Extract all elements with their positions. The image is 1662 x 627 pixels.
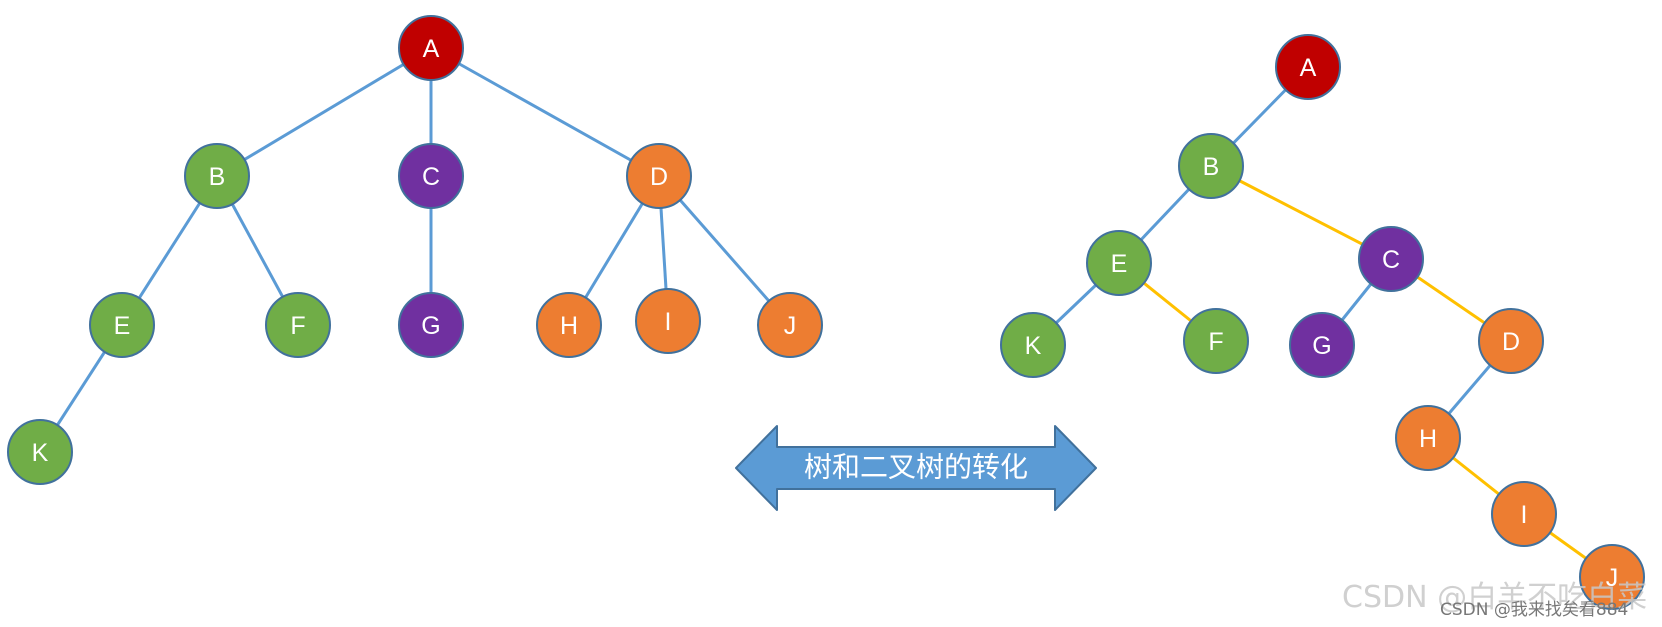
binary-tree-node-circle [1289, 312, 1355, 378]
binary-tree-node-label: C [1382, 246, 1400, 274]
tree-node-a: A [398, 15, 464, 81]
arrow-label: 树和二叉树的转化 [804, 451, 1028, 484]
tree-node-label: H [560, 312, 578, 340]
tree-node-circle [184, 143, 250, 209]
tree-node-circle [757, 292, 823, 358]
tree-node-label: A [423, 35, 440, 63]
binary-tree-node-circle [1358, 226, 1424, 292]
tree-node-circle [265, 292, 331, 358]
binary-tree-node-circle [1086, 230, 1152, 296]
double-arrow-shape [735, 425, 1097, 511]
binary-tree-node-f: F [1183, 308, 1249, 374]
binary-tree-node-label: F [1208, 328, 1223, 356]
binary-tree-node-label: J [1606, 564, 1619, 592]
binary-tree-node-circle [1478, 308, 1544, 374]
tree-node-i: I [635, 288, 701, 354]
watermark: CSDN @白羊不吃白菜 CSDN @我来找矣看884 [1342, 580, 1647, 620]
binary-tree-node-d: D [1478, 308, 1544, 374]
binary-tree-node-circle [1183, 308, 1249, 374]
binary-tree-node-g: G [1289, 312, 1355, 378]
tree-node-label: D [650, 163, 668, 191]
tree-node-b: B [184, 143, 250, 209]
tree-node-h: H [536, 292, 602, 358]
binary-tree-node-label: D [1502, 328, 1520, 356]
binary-tree-node-label: B [1203, 153, 1220, 181]
tree-edge-a-b [216, 46, 432, 178]
tree-node-label: C [422, 163, 440, 191]
tree-node-g: G [398, 292, 464, 358]
tree-node-k: K [7, 419, 73, 485]
tree-node-circle [89, 292, 155, 358]
tree-nodes: A B C D E F G H I J K [7, 15, 823, 485]
tree-node-e: E [89, 292, 155, 358]
tree-node-circle [398, 143, 464, 209]
tree-node-circle [7, 419, 73, 485]
tree-node-circle [626, 143, 692, 209]
tree-node-label: G [421, 312, 440, 340]
binary-tree-node-e: E [1086, 230, 1152, 296]
conversion-arrow: 树和二叉树的转化 [735, 425, 1097, 511]
binary-tree-node-circle [1178, 133, 1244, 199]
tree-node-j: J [757, 292, 823, 358]
binary-tree-node-label: G [1312, 332, 1331, 360]
tree-node-label: I [665, 308, 672, 336]
binary-tree-node-a: A [1275, 34, 1341, 100]
tree-node-circle [536, 292, 602, 358]
binary-tree-node-label: I [1521, 501, 1528, 529]
tree-node-label: K [32, 439, 49, 467]
tree-node-circle [398, 15, 464, 81]
binary-tree-node-label: E [1111, 250, 1128, 278]
watermark-secondary: CSDN @我来找矣看884 [1440, 600, 1628, 620]
tree-node-label: B [209, 163, 226, 191]
binary-tree-node-h: H [1395, 405, 1461, 471]
binary-tree-node-label: K [1025, 332, 1042, 360]
tree-edge-d-j [657, 175, 792, 326]
binary-tree-node-b: B [1178, 133, 1244, 199]
binary-tree-node-circle [1579, 544, 1645, 610]
tree-node-label: F [290, 312, 305, 340]
binary-tree-nodes: A B E C K F G D H I J [1000, 34, 1645, 610]
binary-tree-node-label: A [1300, 54, 1317, 82]
binary-tree-node-c: C [1358, 226, 1424, 292]
tree-node-c: C [398, 143, 464, 209]
tree-node-circle [398, 292, 464, 358]
binary-tree-edge-b-c [1210, 164, 1392, 261]
tree-node-d: D [626, 143, 692, 209]
binary-tree-node-label: H [1419, 425, 1437, 453]
binary-tree-node-circle [1491, 481, 1557, 547]
binary-tree-node-circle [1000, 312, 1066, 378]
binary-tree-node-i: I [1491, 481, 1557, 547]
tree-node-f: F [265, 292, 331, 358]
tree-edges [38, 46, 792, 453]
watermark-primary: CSDN @白羊不吃白菜 [1342, 580, 1647, 615]
binary-tree-node-k: K [1000, 312, 1066, 378]
tree-node-label: E [114, 312, 131, 340]
binary-tree-node-circle [1275, 34, 1341, 100]
binary-tree-node-j: J [1579, 544, 1645, 610]
tree-node-circle [635, 288, 701, 354]
binary-tree-node-circle [1395, 405, 1461, 471]
tree-edge-a-d [430, 46, 660, 178]
tree-node-label: J [784, 312, 797, 340]
